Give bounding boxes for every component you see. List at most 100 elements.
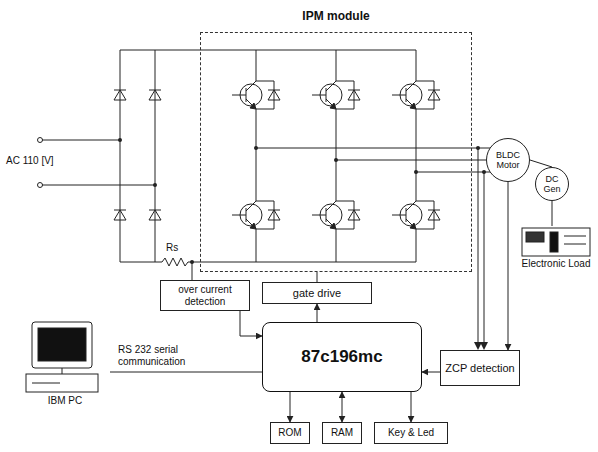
junction-dot (476, 146, 480, 150)
zcp-sense-wire (478, 148, 479, 344)
gate-lead (392, 215, 406, 216)
signal-wire (110, 372, 262, 373)
node-text: Key & Led (388, 427, 434, 439)
igbt-emitter (326, 99, 336, 109)
diode-bar (149, 90, 161, 91)
signal-wire (290, 392, 291, 422)
pc-drive (32, 383, 60, 384)
inverter-leg (416, 109, 417, 201)
node-text: gate drive (293, 287, 341, 300)
junction-dot (153, 183, 157, 187)
inverter-leg (256, 50, 257, 81)
diode-bar (149, 210, 161, 211)
dc-bus-negative (120, 262, 162, 263)
pc-monitor (32, 322, 92, 368)
node-text: IPM module (200, 10, 472, 24)
signal-wire (317, 272, 318, 282)
pc-screen (38, 328, 86, 361)
inverter-leg (416, 50, 417, 81)
inverter-leg (256, 109, 257, 201)
signal-wire (472, 160, 486, 161)
emitter-arrow (250, 223, 256, 229)
ac-wire (42, 140, 120, 141)
dc-bus-positive (120, 50, 416, 51)
inverter-leg (336, 229, 337, 262)
diode-bar (114, 210, 126, 211)
node-text: 87c196mc (301, 347, 382, 367)
sense-wire (192, 262, 193, 280)
emitter-arrow (330, 223, 336, 229)
igbt-collector (246, 201, 256, 211)
edge-label: RS 232 serial communication (116, 344, 232, 367)
emitter-arrow (410, 103, 416, 109)
phase-wire (336, 160, 472, 161)
dc-bus-negative (188, 262, 416, 263)
diode-symbol (348, 210, 360, 220)
diode-symbol (114, 90, 126, 100)
node-text: DC Gen (538, 174, 566, 195)
signal-wire (422, 372, 440, 373)
arrow-head (480, 342, 488, 350)
node-text: BLDC Motor (489, 150, 527, 171)
gate-lead (392, 95, 406, 96)
diode-bar (348, 210, 360, 211)
diode-bar (268, 90, 280, 91)
load-detail (564, 236, 586, 237)
detection-box: ZCP detection (440, 350, 520, 386)
emitter-arrow (410, 223, 416, 229)
ac-wire (42, 185, 155, 186)
gate-lead (232, 215, 246, 216)
node-text: over current detection (165, 284, 245, 307)
signal-wire (552, 201, 553, 226)
igbt-collector (406, 81, 416, 91)
emitter-arrow (330, 103, 336, 109)
igbt-emitter (326, 219, 336, 229)
igbt-collector (326, 201, 336, 211)
detection-box: over current detection (160, 280, 250, 311)
diode-symbol (268, 90, 280, 100)
gate-lead (312, 95, 326, 96)
inverter-leg (256, 229, 257, 262)
generator-circle: DC Gen (535, 167, 569, 201)
motor-circle: BLDC Motor (486, 138, 530, 182)
io-box: Key & Led (374, 422, 448, 444)
diode-symbol (268, 210, 280, 220)
memory-box: ROM (270, 422, 310, 444)
node-text: Electronic Load (518, 258, 594, 270)
signal-wire (342, 392, 343, 422)
node-text: IBM PC (20, 395, 110, 407)
dashed-frame (200, 32, 472, 272)
pc-case (26, 374, 98, 392)
gate-lead (232, 95, 246, 96)
signal-wire (530, 160, 552, 167)
igbt-collector (406, 201, 416, 211)
pc-caption: IBM PC (20, 318, 110, 410)
supply-label: AC 110 [V] (6, 155, 54, 167)
diode-symbol (348, 90, 360, 100)
junction-dot (482, 170, 486, 174)
diode-symbol (114, 210, 126, 220)
gate-lead (312, 215, 326, 216)
driver-box: gate drive (262, 282, 372, 304)
igbt-emitter (246, 99, 256, 109)
junction-dot (190, 260, 194, 264)
memory-box: RAM (322, 422, 362, 444)
pc-stand (62, 368, 63, 374)
diode-bar (114, 90, 126, 91)
igbt-emitter (406, 219, 416, 229)
diode-symbol (149, 210, 161, 220)
load-display (526, 232, 544, 242)
node-text: ROM (278, 427, 301, 439)
igbt-collector (326, 81, 336, 91)
phase-wire (256, 148, 490, 149)
rectifier-leg (155, 50, 156, 262)
igbt-collector (246, 81, 256, 91)
diode-symbol (149, 90, 161, 100)
resistor-label: Rs (166, 242, 178, 254)
diode-bar (428, 90, 440, 91)
ipm-module-frame: IPM module (200, 10, 472, 272)
signal-wire (411, 392, 412, 422)
zcp-sense-wire (484, 172, 485, 344)
microcontroller-box: 87c196mc (262, 322, 422, 392)
